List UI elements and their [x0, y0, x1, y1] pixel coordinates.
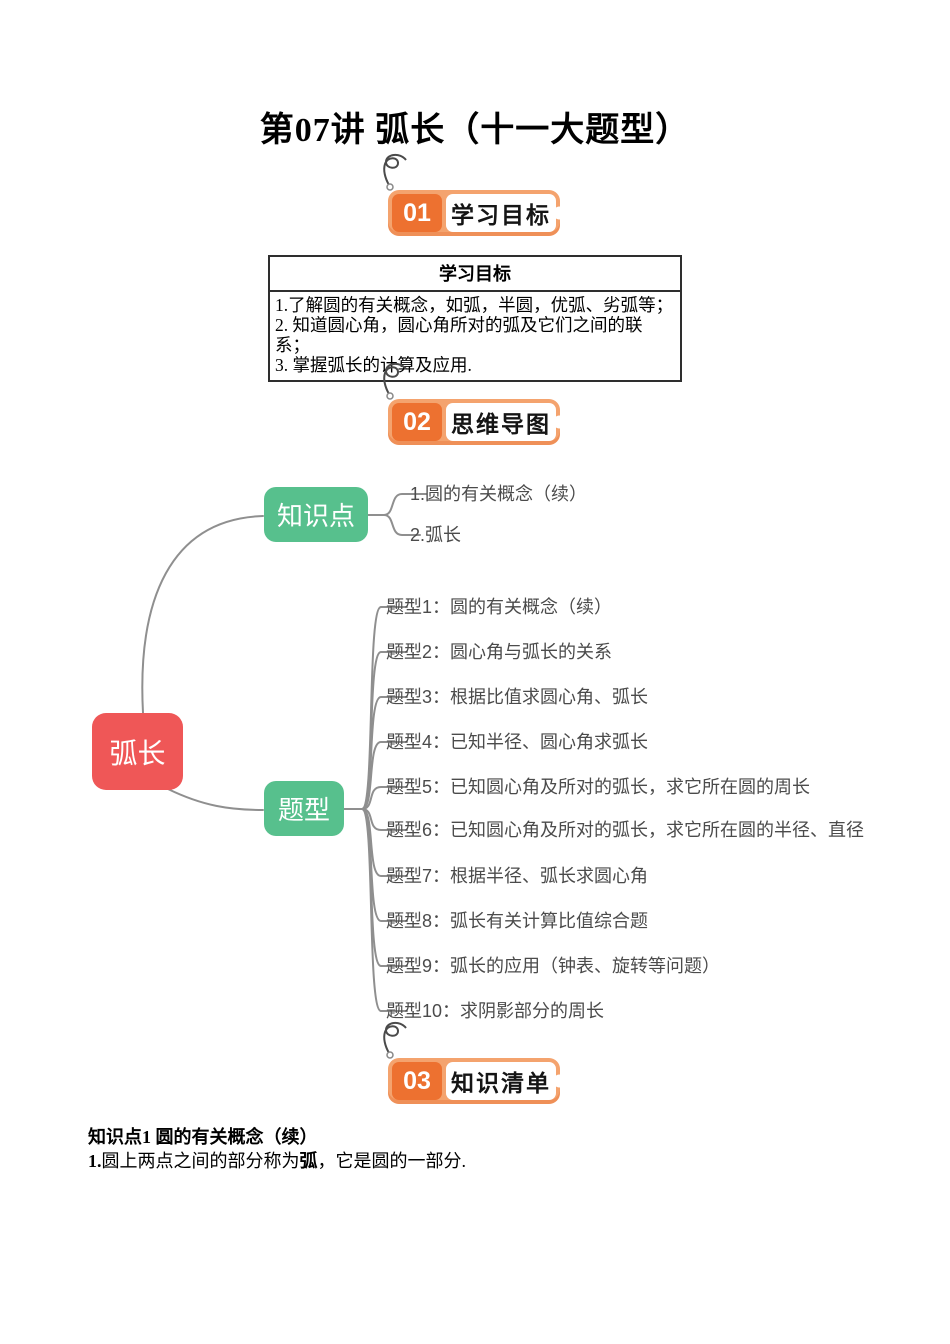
curl-pin-icon — [383, 363, 407, 400]
badge-label: 思维导图 — [446, 403, 556, 441]
mindmap-type-item: 题型7：根据半径、弧长求圆心角 — [386, 866, 649, 886]
objectives-table-header: 学习目标 — [270, 257, 680, 292]
objective-item: 3. 掌握弧长的计算及应用. — [275, 355, 472, 375]
badge-number: 01 — [392, 194, 442, 232]
mindmap-type-item: 题型2：圆心角与弧长的关系 — [386, 642, 613, 662]
mindmap-type-item: 题型5：已知圆心角及所对的弧长，求它所在圆的周长 — [386, 777, 811, 797]
knowledge-point-heading: 知识点1 圆的有关概念（续） — [88, 1127, 318, 1147]
badge-notch — [553, 206, 566, 220]
badge-notch — [553, 415, 566, 429]
objectives-table-body: 1.了解圆的有关概念，如弧，半圆，优弧、劣弧等； 2. 知道圆心角，圆心角所对的… — [270, 292, 680, 380]
mindmap-knowledge-item: 1.圆的有关概念（续） — [410, 484, 588, 504]
mindmap-type-item: 题型1：圆的有关概念（续） — [386, 597, 613, 617]
mindmap-knowledge-item: 2.弧长 — [410, 525, 462, 545]
section-badge-knowledge-list: 03 知识清单 — [383, 1022, 566, 1104]
objective-item: 2. 知道圆心角，圆心角所对的弧及它们之间的联系； — [275, 315, 643, 355]
badge-label: 知识清单 — [446, 1062, 556, 1100]
badge-label: 学习目标 — [446, 194, 556, 232]
knowledge-line-text: ，它是圆的一部分. — [317, 1151, 467, 1171]
badge-notch — [553, 1074, 566, 1088]
section-badge-mind-map: 02 思维导图 — [383, 363, 566, 445]
section-badge-learning-goals: 01 学习目标 — [383, 154, 566, 236]
curl-pin-icon — [383, 1022, 407, 1059]
knowledge-line-term: 弧 — [299, 1151, 318, 1171]
mindmap-branch-node-types: 题型 — [264, 781, 344, 836]
mindmap-type-item: 题型4：已知半径、圆心角求弧长 — [386, 732, 649, 752]
badge-number: 03 — [392, 1062, 442, 1100]
mindmap-type-item: 题型3：根据比值求圆心角、弧长 — [386, 687, 649, 707]
objective-item: 1.了解圆的有关概念，如弧，半圆，优弧、劣弧等； — [275, 295, 674, 315]
mindmap-type-item: 题型10：求阴影部分的周长 — [386, 1001, 605, 1021]
page-title: 第07讲 弧长（十一大题型） — [259, 112, 691, 149]
knowledge-line-number: 1. — [88, 1151, 102, 1171]
mindmap-type-item: 题型6：已知圆心角及所对的弧长，求它所在圆的半径、直径 — [386, 820, 865, 840]
objectives-table: 学习目标 1.了解圆的有关概念，如弧，半圆，优弧、劣弧等； 2. 知道圆心角，圆… — [268, 255, 682, 382]
knowledge-line-text: 圆上两点之间的部分称为 — [101, 1151, 300, 1171]
mindmap-root-node: 弧长 — [92, 713, 183, 790]
mindmap-branch-node-knowledge: 知识点 — [264, 487, 368, 542]
knowledge-point-line: 1.圆上两点之间的部分称为弧，它是圆的一部分. — [88, 1147, 466, 1173]
badge-number: 02 — [392, 403, 442, 441]
mindmap-type-item: 题型8：弧长有关计算比值综合题 — [386, 911, 649, 931]
mindmap-type-item: 题型9：弧长的应用（钟表、旋转等问题） — [386, 956, 721, 976]
curl-pin-icon — [383, 154, 407, 191]
